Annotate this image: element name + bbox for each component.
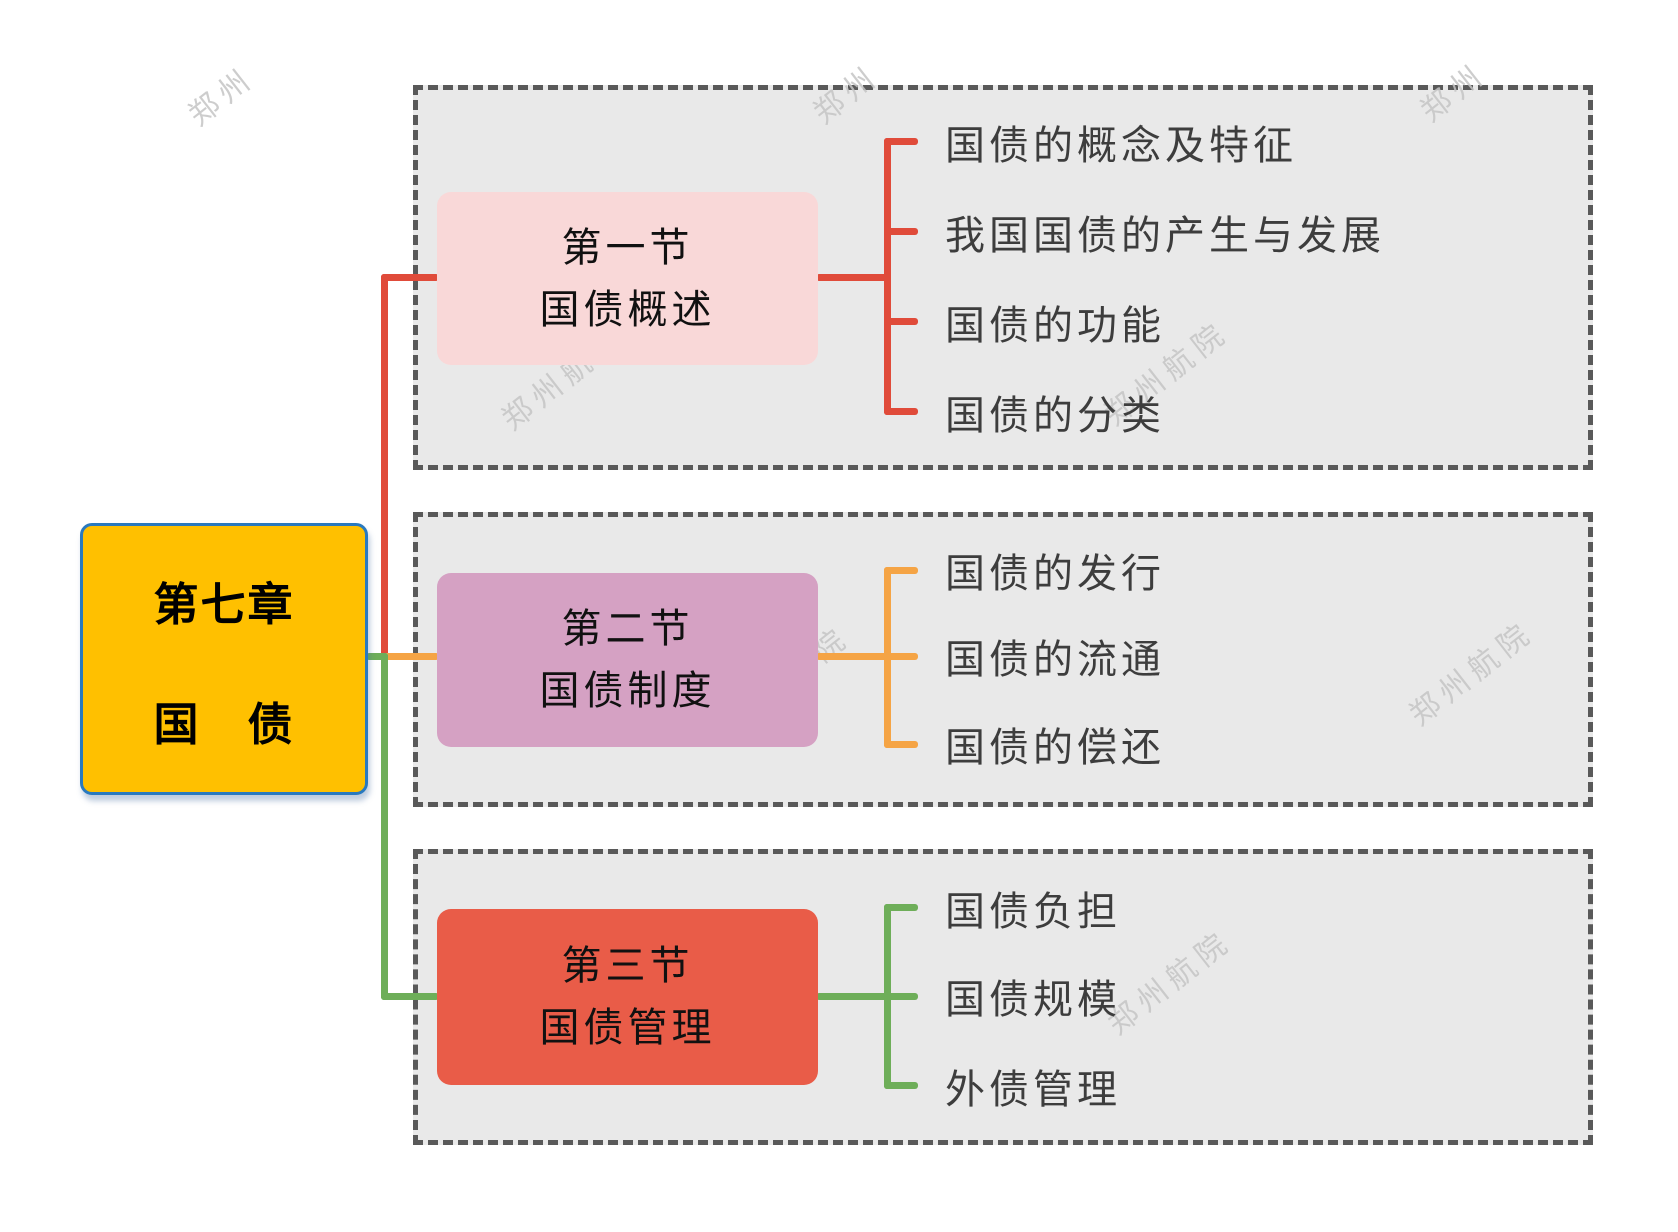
topic-item: 外债管理 [945,1067,1121,1113]
section-node-3: 第三节 国债管理 [437,909,818,1085]
branch-line-green-from-root [366,653,388,660]
topic-item: 国债规模 [945,977,1121,1023]
section-3-title-line2: 国债管理 [539,1005,716,1051]
section-1-title-line1: 第一节 [561,224,694,271]
bracket-green-stub-1 [884,904,918,911]
section-1-title-line2: 国债概述 [539,286,716,333]
section-node-2: 第二节 国债制度 [437,573,818,747]
branch-line-green-node-to-bracket [816,993,918,1000]
topic-item: 国债的功能 [945,303,1165,349]
topic-item: 国债的发行 [945,551,1165,597]
bracket-red-stub-4 [884,408,918,415]
topic-item: 国债的概念及特征 [945,123,1297,169]
section-3-title-line1: 第三节 [561,943,694,989]
branch-line-red-node-to-bracket [816,274,891,281]
branch-line-red-vertical [381,274,388,660]
branch-line-green-to-node [381,993,439,1000]
topic-item: 国债的流通 [945,637,1165,683]
root-title-line2: 国 债 [153,697,295,751]
root-node: 第七章 国 债 [80,523,368,795]
bracket-green-stub-3 [884,1082,918,1089]
topic-item: 我国国债的产生与发展 [945,213,1385,259]
branch-line-orange-node-to-bracket [816,653,918,660]
topic-item: 国债负担 [945,889,1121,935]
bracket-orange-stub-1 [884,567,918,574]
root-title-line1: 第七章 [153,577,295,631]
branch-line-green-vertical [381,653,388,1000]
bracket-orange-stub-3 [884,741,918,748]
branch-line-red-to-node [381,274,439,281]
branch-line-orange-to-node [383,653,439,660]
bracket-red-stub-1 [884,138,918,145]
bracket-red-stub-3 [884,318,918,325]
watermark-text: 郑州 [182,60,263,134]
bracket-red-vertical [884,138,891,415]
section-node-1: 第一节 国债概述 [437,192,818,365]
topic-item: 国债的分类 [945,393,1165,439]
bracket-red-stub-2 [884,228,918,235]
bracket-green-vertical [884,904,891,1089]
section-2-title-line1: 第二节 [561,606,694,652]
bracket-orange-vertical [884,567,891,748]
topic-item: 国债的偿还 [945,725,1165,771]
section-2-title-line2: 国债制度 [539,668,716,714]
